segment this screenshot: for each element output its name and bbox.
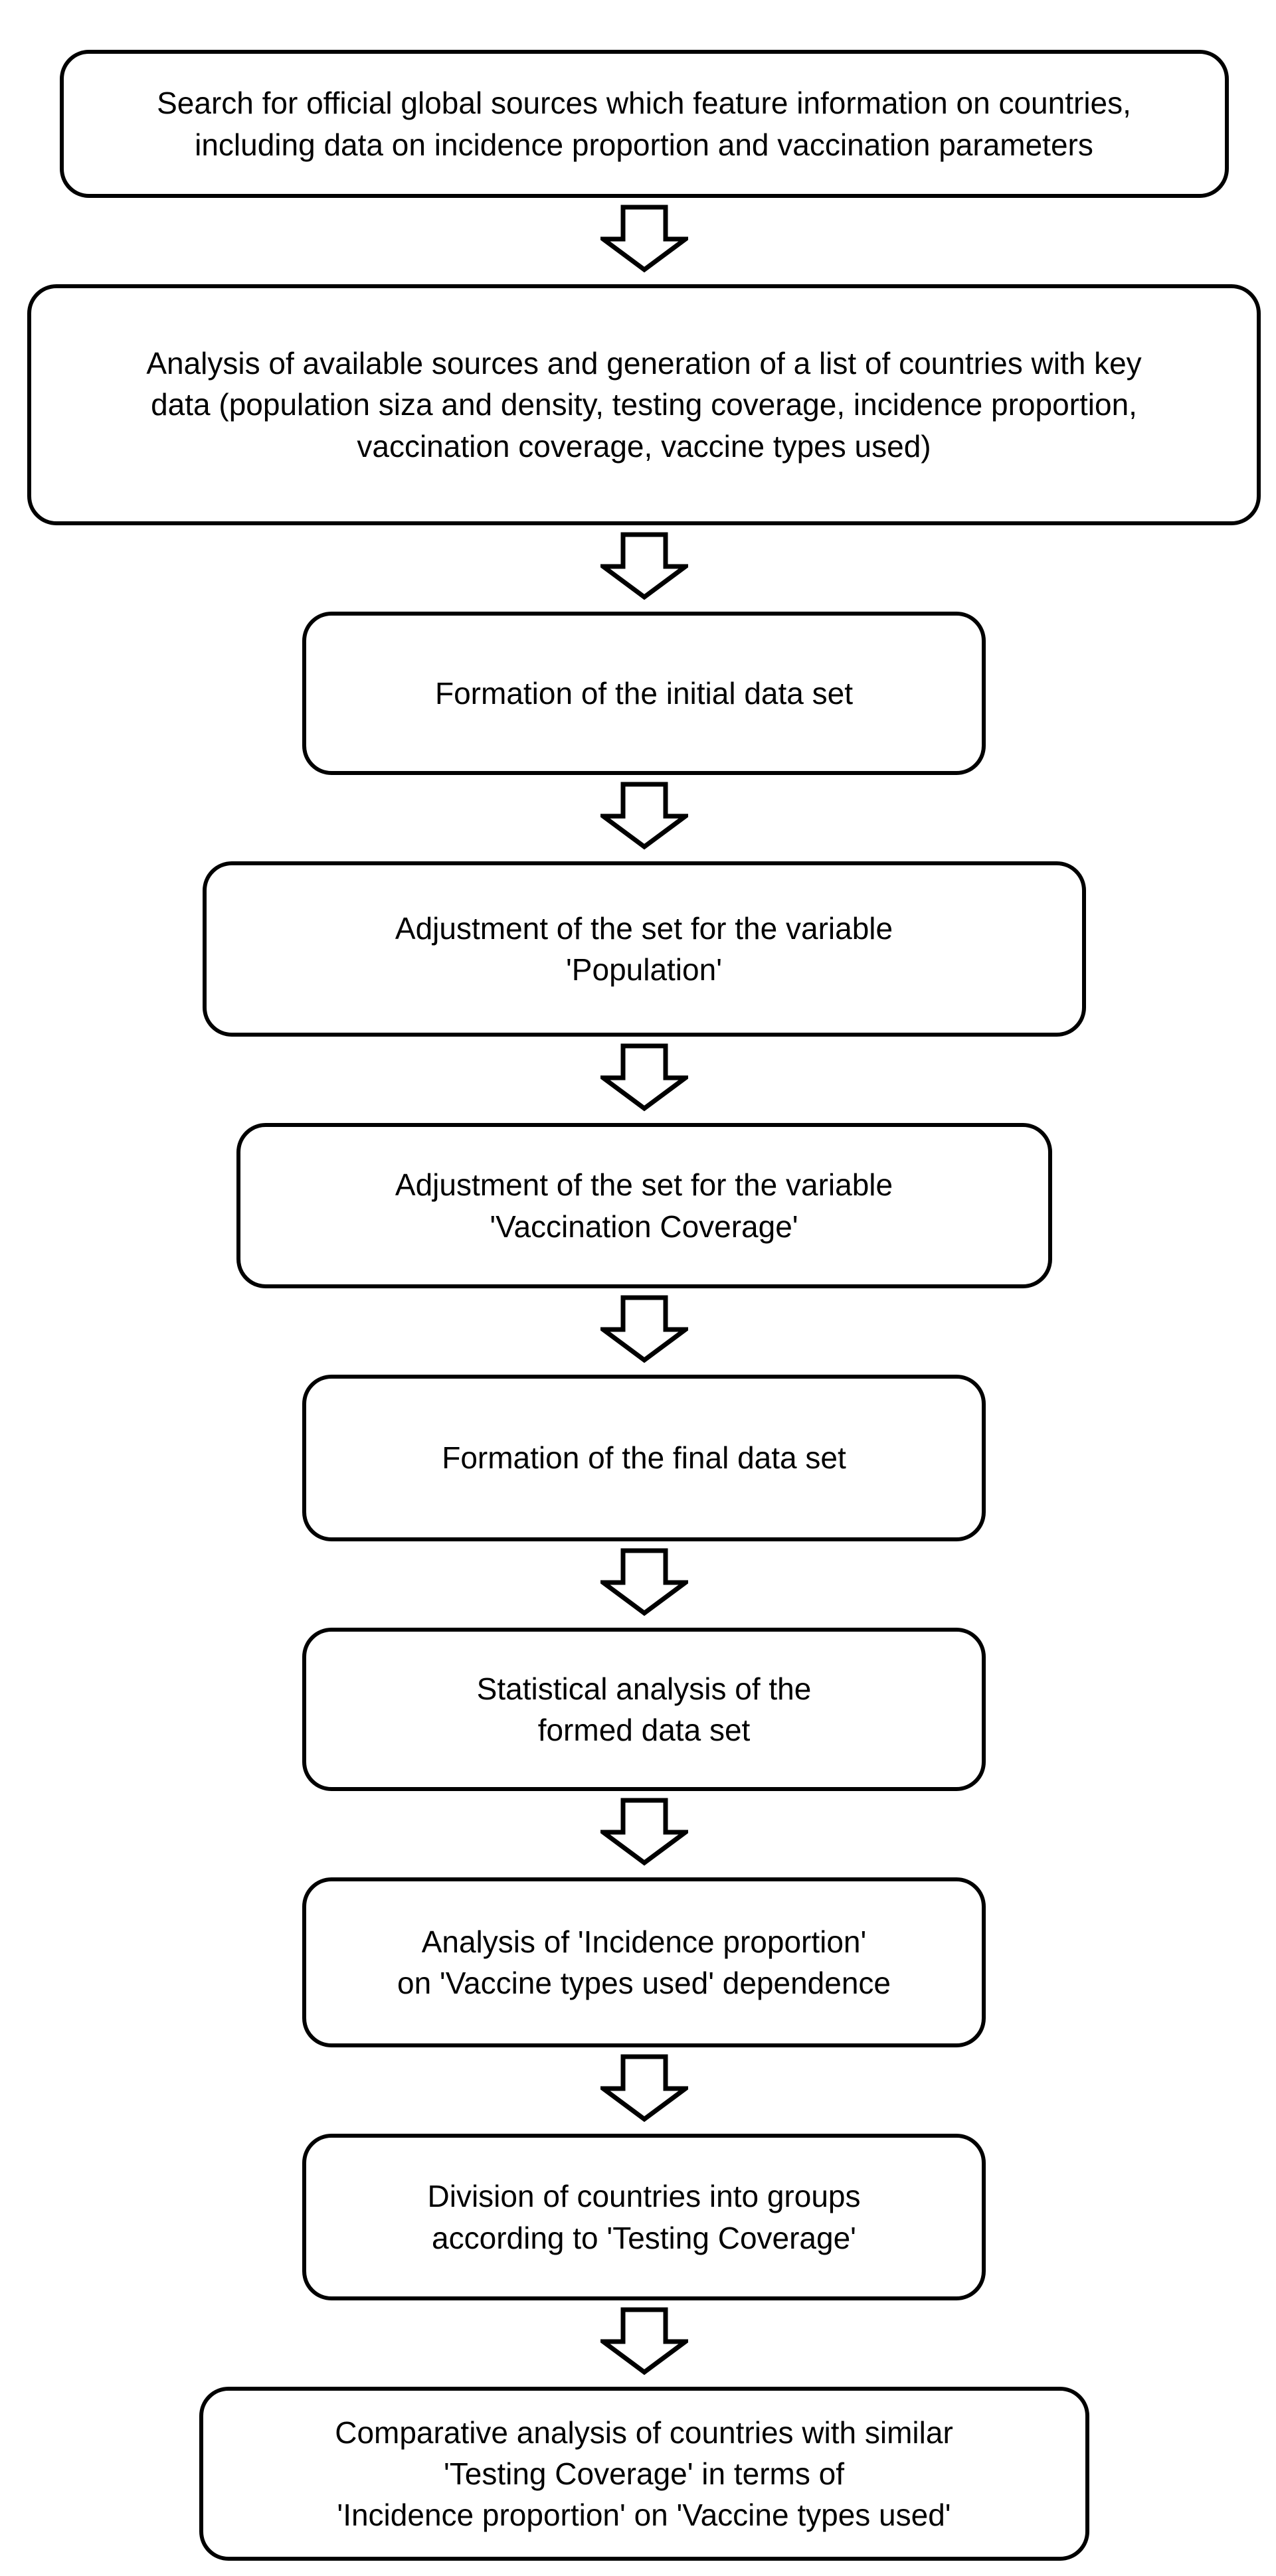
flowchart-canvas: Search for official global sources which… [6,0,1276,2561]
flow-step-4-label: Adjustment of the set for the variable '… [395,910,893,987]
flow-step-8-label: Analysis of 'Incidence proportion' on 'V… [397,1924,891,2000]
down-arrow-icon [600,1548,688,1617]
down-arrow-icon [600,1295,688,1364]
flow-step-2: Analysis of available sources and genera… [27,284,1261,525]
flow-step-3-label: Formation of the initial data set [435,675,853,711]
down-arrow-icon [600,532,688,601]
down-arrow-icon [600,1798,688,1867]
flow-step-8: Analysis of 'Incidence proportion' on 'V… [302,1877,986,2047]
flow-step-5-label: Adjustment of the set for the variable '… [395,1167,893,1244]
flow-step-5: Adjustment of the set for the variable '… [236,1123,1052,1288]
flow-step-9: Division of countries into groups accord… [302,2134,986,2300]
flow-step-2-label: Analysis of available sources and genera… [146,346,1142,464]
flow-step-10-label: Comparative analysis of countries with s… [335,2415,953,2533]
flow-step-6-label: Formation of the final data set [442,1440,846,1476]
down-arrow-icon [600,1043,688,1112]
down-arrow-icon [600,782,688,851]
down-arrow-icon [600,205,688,274]
flow-step-9-label: Division of countries into groups accord… [427,2179,861,2255]
down-arrow-icon [600,2054,688,2123]
flow-step-10: Comparative analysis of countries with s… [199,2387,1089,2561]
flow-step-7: Statistical analysis of the formed data … [302,1628,986,1791]
flow-step-6: Formation of the final data set [302,1375,986,1541]
flow-step-3: Formation of the initial data set [302,612,986,775]
down-arrow-icon [600,2307,688,2376]
flow-step-1-label: Search for official global sources which… [157,86,1131,162]
flow-step-1: Search for official global sources which… [59,50,1229,198]
flow-step-7-label: Statistical analysis of the formed data … [476,1671,812,1747]
flow-step-4: Adjustment of the set for the variable '… [202,861,1086,1037]
